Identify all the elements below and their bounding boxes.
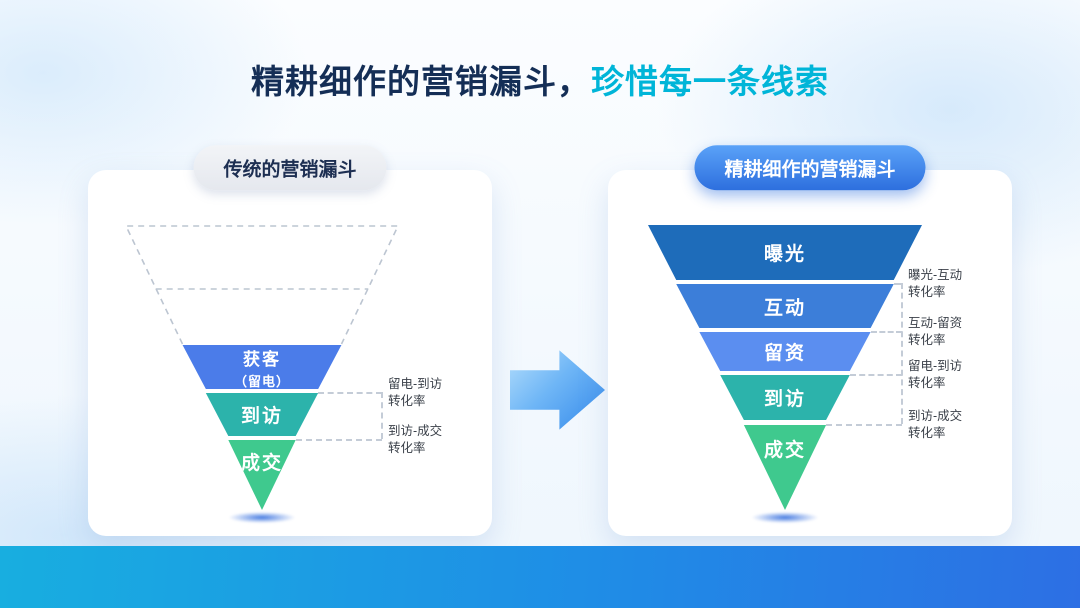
- dashed-guide-line: [296, 439, 382, 441]
- dashed-guide-line: [850, 374, 902, 376]
- page-title: 精耕细作的营销漏斗，珍惜每一条线索: [0, 55, 1080, 103]
- funnel-segment-label: 成交: [240, 453, 283, 474]
- funnel-segment-label: 到访: [240, 406, 283, 427]
- funnel-segment-label: 互动: [763, 297, 806, 319]
- funnel-segment-label: 到访: [763, 389, 806, 410]
- dashed-guide-line: [871, 331, 902, 333]
- conversion-rate-label: 到访-成交 转化率: [908, 409, 963, 440]
- arrow-right-icon: [510, 350, 605, 430]
- funnel-segment: 获客 （留电）: [182, 345, 342, 389]
- funnel-segment: 到访: [205, 393, 319, 436]
- footer-band: [0, 546, 1080, 608]
- conversion-rate-label: 留电-到访 转化率: [388, 377, 443, 408]
- funnel-segment-label: 留资: [763, 343, 806, 364]
- funnel-segment-label: 成交: [763, 440, 806, 461]
- refined-funnel-badge: 精耕细作的营销漏斗: [694, 145, 926, 191]
- traditional-funnel: 获客 （留电） 到访 成交: [125, 225, 399, 523]
- traditional-funnel-badge: 传统的营销漏斗: [193, 145, 387, 191]
- funnel-segment-label: 曝光: [763, 244, 806, 265]
- conversion-rate-label: 留电-到访 转化率: [908, 359, 963, 390]
- funnel-segment: 互动: [676, 284, 894, 328]
- dashed-guide-line: [894, 283, 902, 285]
- funnel-segment-label: 获客: [243, 349, 281, 369]
- funnel-shadow: [752, 512, 818, 523]
- funnel-segment: 成交: [743, 425, 827, 510]
- dashed-guide-line: [901, 283, 903, 424]
- funnel-segment-sublabel: （留电）: [233, 373, 290, 389]
- refined-funnel-card: 精耕细作的营销漏斗 曝光 互动 留资 到访 成交 曝光-: [608, 145, 1012, 536]
- funnel-segment: 到访: [720, 375, 850, 420]
- title-accent: 珍惜每一条线索: [591, 63, 829, 100]
- funnel-segment: 留资: [699, 332, 871, 371]
- funnel-segment: 曝光: [648, 225, 922, 280]
- conversion-rate-label: 到访-成交 转化率: [388, 424, 443, 455]
- refined-funnel: 曝光 互动 留资 到访 成交: [648, 225, 922, 523]
- funnel-segment: 成交: [228, 440, 296, 510]
- funnel-shadow: [229, 512, 295, 523]
- traditional-funnel-card: 传统的营销漏斗 获客 （留电） 到访 成交 留电-到访 转化率: [88, 145, 492, 536]
- title-main: 精耕细作的营销漏斗，: [251, 63, 591, 100]
- conversion-rate-label: 曝光-互动 转化率: [908, 268, 963, 299]
- conversion-rate-label: 互动-留资 转化率: [908, 316, 963, 347]
- dashed-guide-line: [826, 424, 902, 426]
- dashed-guide-line: [318, 392, 382, 394]
- dashed-guide-line: [381, 392, 383, 439]
- empty-funnel-outline: [125, 225, 399, 345]
